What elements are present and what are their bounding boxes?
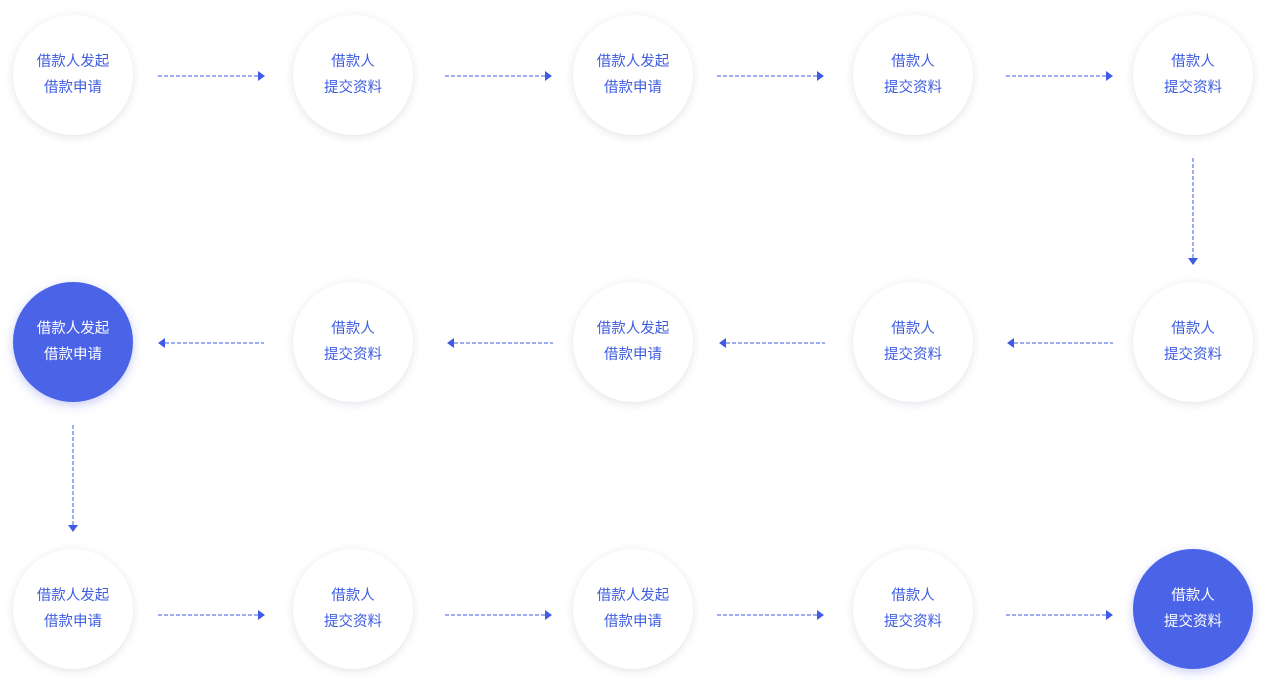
step-label-line1: 借款人发起	[596, 54, 670, 70]
step-label-line2: 借款申请	[604, 347, 662, 363]
step-label-line2: 借款申请	[44, 347, 102, 363]
flow-step-4: 借款人 提交资料	[853, 15, 973, 135]
step-label-line1: 借款人发起	[36, 588, 110, 604]
step-label-line1: 借款人	[891, 54, 935, 70]
arrow-down-connector	[68, 425, 78, 532]
step-label-line2: 借款申请	[44, 80, 102, 96]
step-label-line1: 借款人	[331, 54, 375, 70]
flow-step-8: 借款人发起 借款申请	[573, 282, 693, 402]
arrow-right-connector	[1006, 610, 1113, 620]
step-label-line2: 借款申请	[604, 80, 662, 96]
arrow-left-connector	[158, 338, 264, 348]
flow-step-15: 借款人 提交资料	[1133, 549, 1253, 669]
step-label-line1: 借款人	[331, 588, 375, 604]
step-label-line2: 借款申请	[44, 614, 102, 630]
step-label-line2: 提交资料	[884, 80, 942, 96]
step-label-line1: 借款人	[331, 321, 375, 337]
arrow-down-connector	[1188, 158, 1198, 265]
step-label-line1: 借款人发起	[596, 588, 670, 604]
step-label-line2: 提交资料	[1164, 80, 1222, 96]
arrow-right-connector	[445, 610, 552, 620]
step-label-line1: 借款人发起	[36, 321, 110, 337]
arrow-left-connector	[447, 338, 553, 348]
arrow-left-connector	[719, 338, 825, 348]
arrow-right-connector	[158, 71, 265, 81]
step-label-line1: 借款人	[1171, 588, 1215, 604]
flow-step-10: 借款人发起 借款申请	[13, 282, 133, 402]
flow-step-12: 借款人 提交资料	[293, 549, 413, 669]
flow-step-14: 借款人 提交资料	[853, 549, 973, 669]
step-label-line2: 提交资料	[884, 347, 942, 363]
flow-step-9: 借款人 提交资料	[293, 282, 413, 402]
flow-step-3: 借款人发起 借款申请	[573, 15, 693, 135]
flow-step-5: 借款人 提交资料	[1133, 15, 1253, 135]
flow-step-11: 借款人发起 借款申请	[13, 549, 133, 669]
flow-step-7: 借款人 提交资料	[853, 282, 973, 402]
step-label-line2: 提交资料	[324, 347, 382, 363]
step-label-line1: 借款人	[1171, 321, 1215, 337]
step-label-line2: 提交资料	[324, 614, 382, 630]
step-label-line1: 借款人	[891, 588, 935, 604]
arrow-left-connector	[1007, 338, 1113, 348]
step-label-line1: 借款人	[891, 321, 935, 337]
flow-step-2: 借款人 提交资料	[293, 15, 413, 135]
arrow-right-connector	[717, 610, 824, 620]
flow-step-1: 借款人发起 借款申请	[13, 15, 133, 135]
step-label-line1: 借款人	[1171, 54, 1215, 70]
arrow-right-connector	[1006, 71, 1113, 81]
arrow-right-connector	[717, 71, 824, 81]
step-label-line2: 借款申请	[604, 614, 662, 630]
step-label-line2: 提交资料	[1164, 347, 1222, 363]
arrow-right-connector	[445, 71, 552, 81]
step-label-line1: 借款人发起	[596, 321, 670, 337]
arrow-right-connector	[158, 610, 265, 620]
flow-step-6: 借款人 提交资料	[1133, 282, 1253, 402]
step-label-line2: 提交资料	[324, 80, 382, 96]
step-label-line1: 借款人发起	[36, 54, 110, 70]
flow-step-13: 借款人发起 借款申请	[573, 549, 693, 669]
step-label-line2: 提交资料	[1164, 614, 1222, 630]
step-label-line2: 提交资料	[884, 614, 942, 630]
